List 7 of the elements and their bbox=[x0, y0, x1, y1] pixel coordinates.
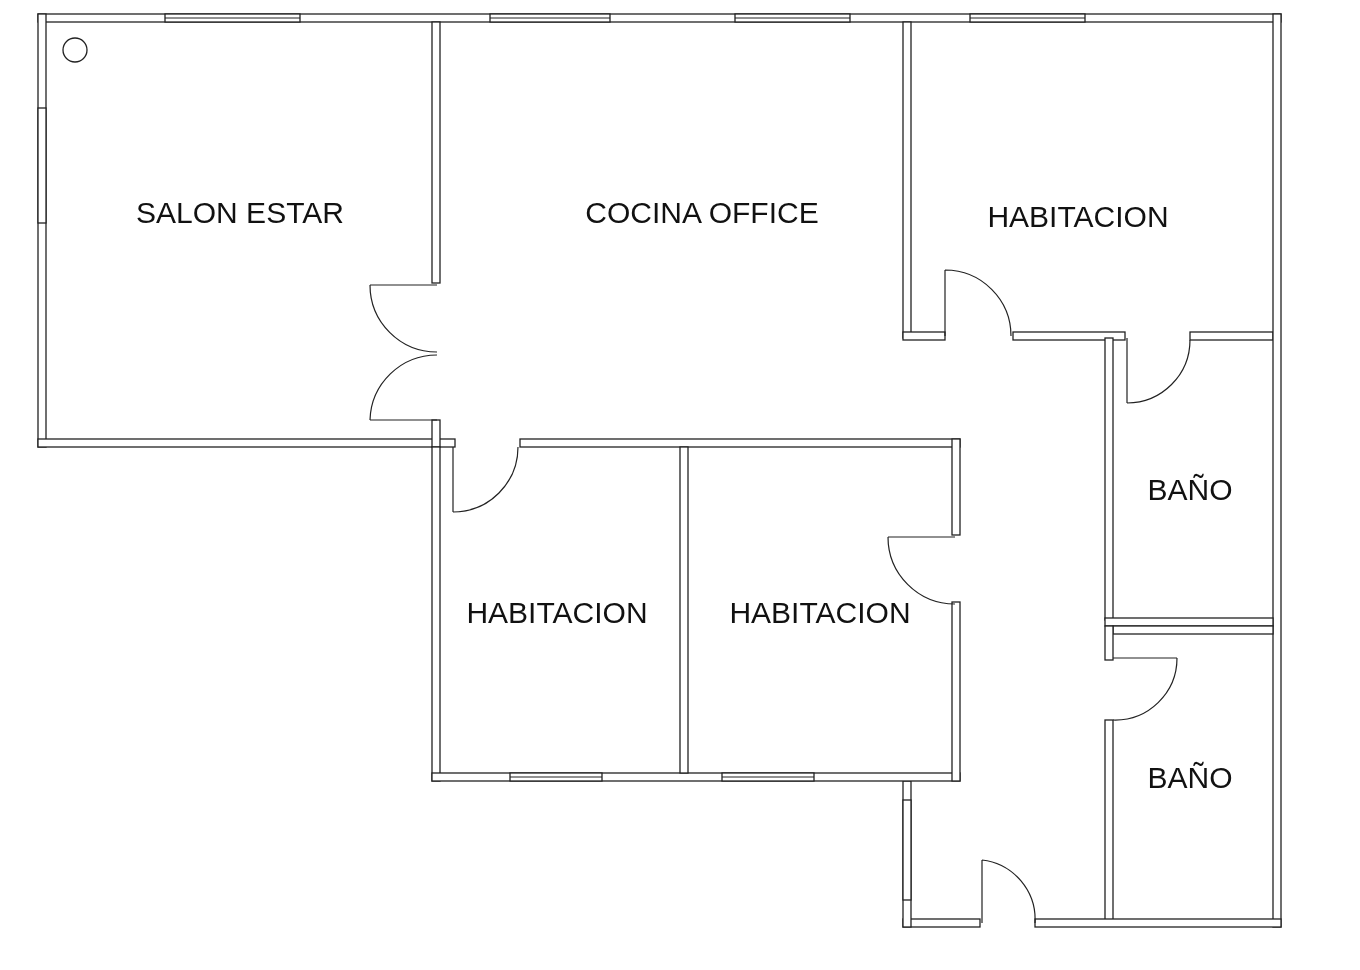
room-label: HABITACION bbox=[729, 596, 911, 630]
room-label: SALON ESTAR bbox=[136, 196, 344, 230]
room-label: HABITACION bbox=[987, 200, 1169, 234]
room-label: COCINA OFFICE bbox=[585, 196, 819, 230]
room-label: HABITACION bbox=[466, 596, 648, 630]
room-label: BAÑO bbox=[1147, 473, 1233, 507]
room-label: BAÑO bbox=[1147, 761, 1233, 795]
